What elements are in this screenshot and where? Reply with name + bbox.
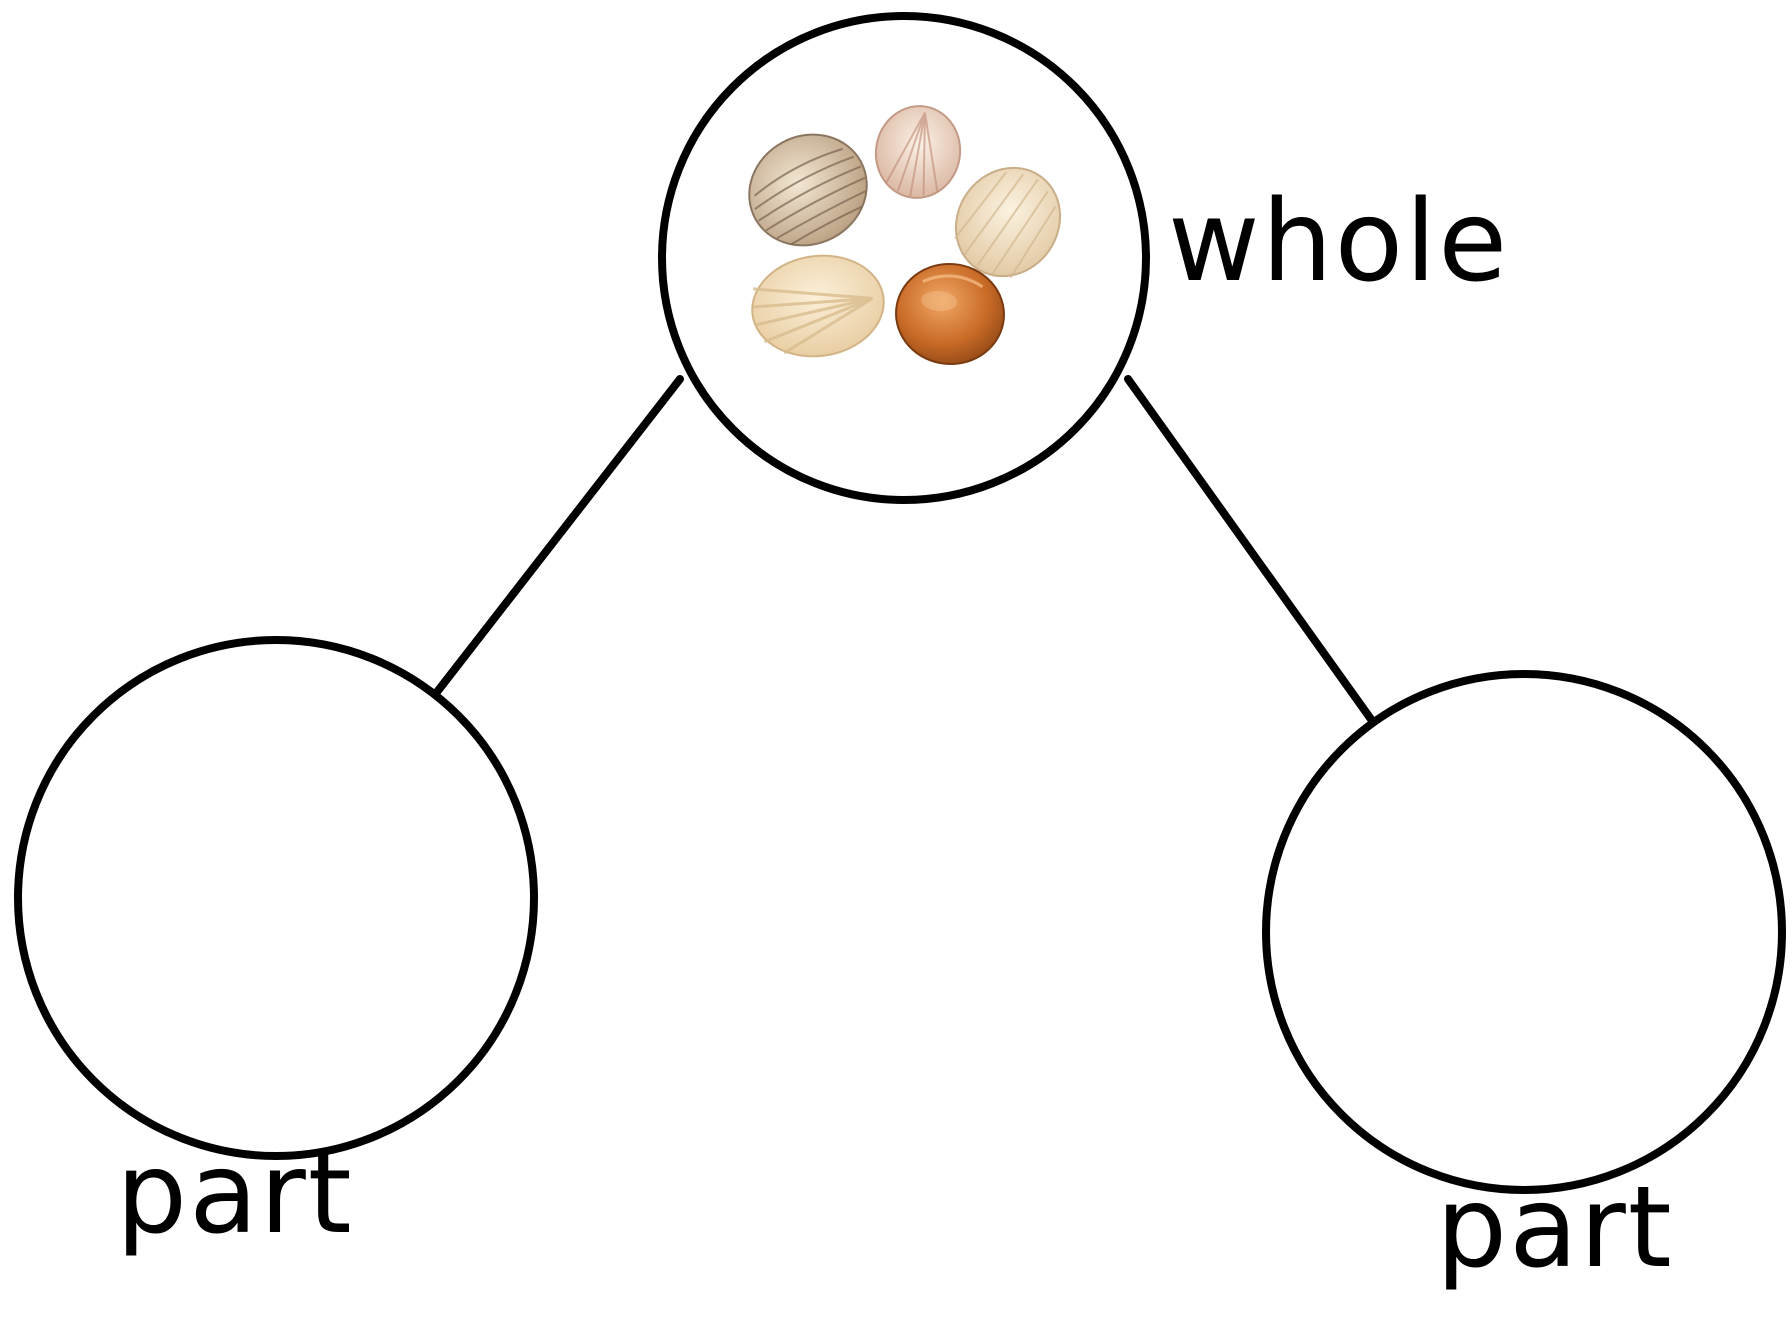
part-circle-left <box>14 636 538 1160</box>
seashells-icon <box>748 105 1062 366</box>
whole-label: whole <box>1168 177 1510 307</box>
part-label-right: part <box>1436 1163 1674 1293</box>
part-label-left: part <box>116 1129 354 1259</box>
connector-line-right <box>1124 375 1377 726</box>
whole-circle <box>658 12 1150 504</box>
connector-line-left <box>433 375 684 696</box>
part-circle-right <box>1262 670 1786 1194</box>
